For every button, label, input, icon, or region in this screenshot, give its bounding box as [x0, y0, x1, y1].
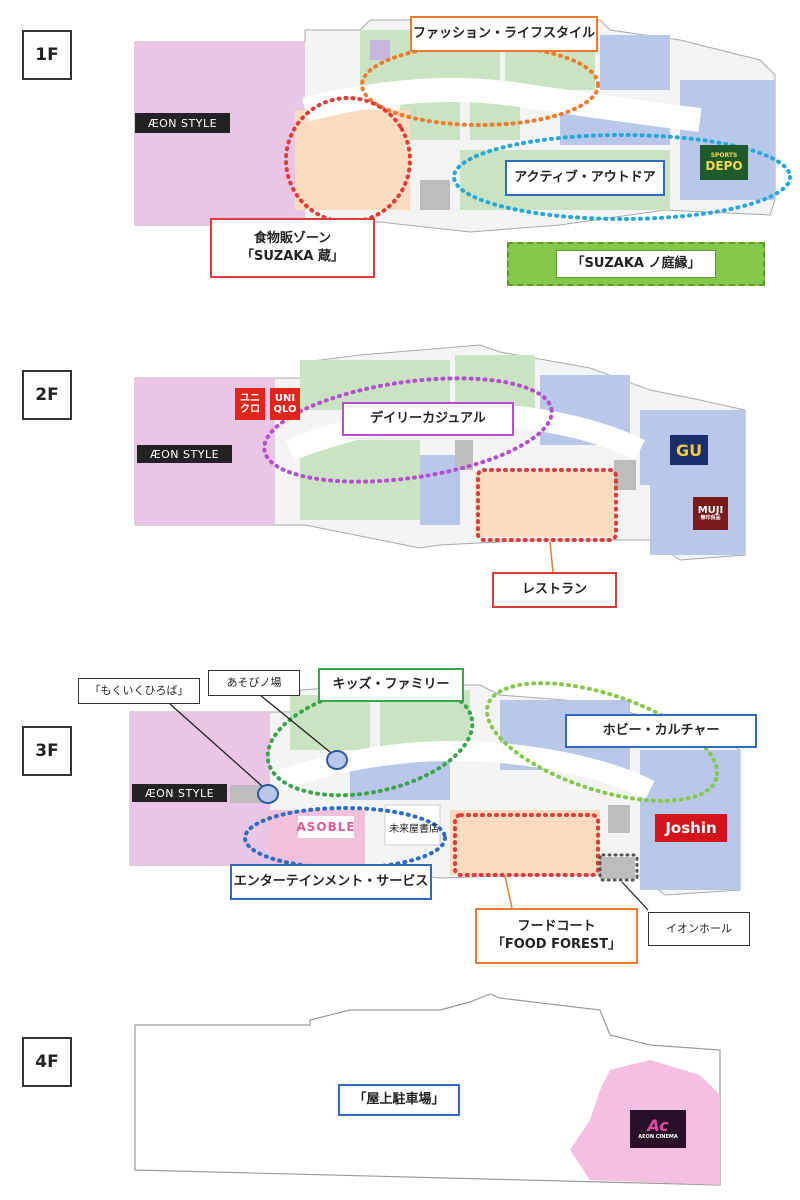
floor-1f: 1F ÆON STYLE ファッション・ライフスタイル アクティブ・アウトドア … [0, 0, 800, 300]
zone-label-foodcourt: フードコート 「FOOD FOREST」 [475, 908, 638, 964]
floor-badge: 2F [22, 370, 72, 420]
zone-label-hobby: ホビー・カルチャー [565, 714, 757, 748]
service-block [455, 440, 473, 470]
zone-label-active: アクティブ・アウトドア [505, 160, 665, 196]
aeon-style-sign: ÆON STYLE [135, 113, 230, 133]
uniqlo-en-1: UNI [274, 393, 296, 404]
uniqlo-logo-jp: ユニ クロ [235, 388, 265, 420]
zone-outline-casual [262, 376, 554, 484]
active-block [600, 35, 670, 90]
floor-badge: 1F [22, 30, 72, 80]
aeon-hall-block [600, 857, 635, 879]
walkway [301, 78, 702, 132]
cinema-mark: Ac [647, 1116, 669, 1136]
aeon-style-sign: ÆON STYLE [137, 445, 232, 463]
uniqlo-en-2: QLO [273, 404, 297, 415]
floor-2f: 2F ÆON STYLE ユニ クロ UNI QLO デイリーカジュアル GU … [0, 300, 800, 630]
mokuiku-label: 「もくいくひろば」 [78, 678, 200, 704]
food-block [295, 110, 410, 210]
muji-sub: 無印良品 [700, 515, 721, 522]
zone-label-suzaka-garden-text: 「SUZAKA ノ庭縁」 [556, 250, 716, 278]
service-block [420, 180, 450, 210]
zone-label-entertainment: エンターテインメント・サービス [230, 864, 432, 900]
zone-label-kids: キッズ・ファミリー [318, 668, 464, 702]
leader-line [621, 881, 649, 911]
uniqlo-logo-en: UNI QLO [270, 388, 300, 420]
aeon-style-area [135, 42, 305, 225]
joshin-logo: Joshin [655, 814, 727, 842]
sports-depo-main: DEPO [705, 159, 743, 173]
service-block [230, 785, 265, 803]
leader-line [169, 703, 263, 787]
zone-outline-food [284, 96, 412, 224]
aeon-cinema-logo: Ac AEON CINEMA [630, 1110, 686, 1148]
asoble-logo: ASOBLE [296, 816, 355, 838]
mokuiku-marker [257, 784, 279, 804]
leader-line [549, 541, 554, 573]
leader-line [259, 694, 331, 753]
service-block [614, 460, 636, 490]
sports-depo-top: SPORTS [710, 152, 738, 159]
leader-line [504, 875, 513, 909]
zone-outline-restaurant [476, 468, 618, 542]
asobi-label: あそびノ場 [208, 670, 300, 696]
bookstore-label: 未来屋書店 [389, 824, 439, 835]
zone-label-suzaka-garden: 「SUZAKA ノ庭縁」 [507, 242, 765, 286]
service-block [370, 40, 390, 60]
zone-label-parking: 「屋上駐車場」 [338, 1084, 460, 1116]
uniqlo-jp-2: クロ [240, 404, 260, 415]
bookstore-block [384, 804, 441, 846]
floor-4f: 4F 「屋上駐車場」 Ac AEON CINEMA [0, 980, 800, 1200]
floor-badge: 3F [22, 726, 72, 776]
zone-label-restaurant: レストラン [492, 572, 617, 608]
casual-block [420, 455, 460, 525]
uniqlo-jp-1: ユニ [240, 393, 260, 404]
zone-label-fashion: ファッション・ライフスタイル [410, 16, 598, 52]
kids-block [290, 695, 370, 750]
restaurant-block [475, 472, 615, 537]
aeon-style-sign: ÆON STYLE [132, 784, 227, 802]
foodcourt-block [450, 810, 600, 875]
floor-2f-map [134, 344, 746, 573]
casual-block [455, 355, 535, 410]
service-block [608, 805, 630, 833]
zone-label-food: 食物販ゾーン 「SUZAKA 蔵」 [210, 218, 375, 278]
zone-outline-hobby [484, 681, 720, 803]
floor-3f: 3F ÆON STYLE 「もくいくひろば」 あそびノ場 キッズ・ファミリー ホ… [0, 640, 800, 970]
zone-outline-fashion [360, 43, 600, 127]
asobi-marker [326, 750, 348, 770]
active-block [680, 80, 775, 200]
zone-outline-entertainment [243, 806, 447, 870]
floor-1f-map [134, 19, 792, 233]
aeon-hall-label: イオンホール [648, 912, 750, 946]
muji-logo: MUJI 無印良品 [693, 497, 728, 530]
muji-name: MUJI [697, 505, 724, 517]
zone-label-casual: デイリーカジュアル [342, 402, 514, 436]
cinema-sub: AEON CINEMA [638, 1134, 678, 1141]
zone-outline-active [452, 133, 792, 221]
sports-depo-logo: SPORTS DEPO [700, 145, 748, 180]
floor-badge: 4F [22, 1037, 72, 1087]
gu-logo: GU [670, 435, 708, 465]
zone-outline-foodcourt [453, 813, 600, 877]
zone-outline-aeon-hall [598, 853, 639, 882]
